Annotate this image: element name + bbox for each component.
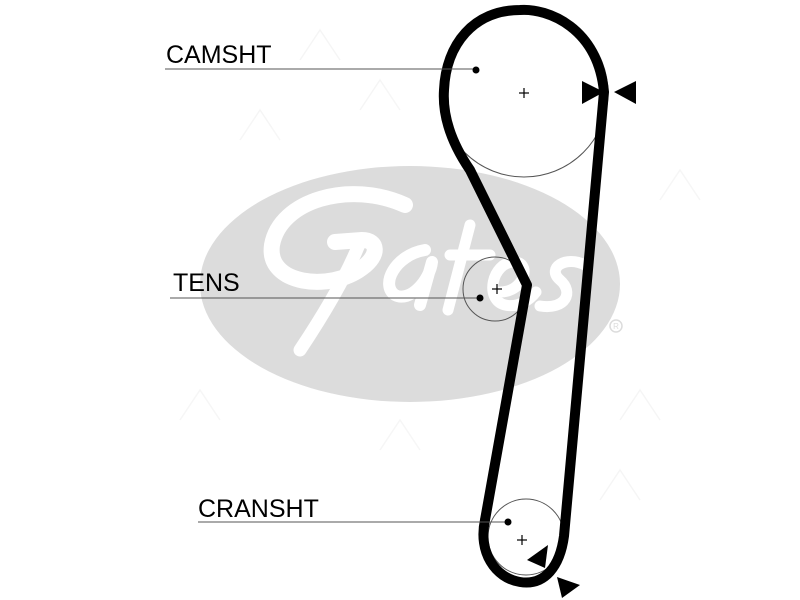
crankshaft-index-dot-icon bbox=[504, 518, 512, 526]
background-watermark-pattern bbox=[179, 28, 701, 501]
crankshaft-timing-mark-outer-icon bbox=[557, 577, 580, 598]
index-dots bbox=[472, 66, 512, 526]
timing-belt bbox=[438, 4, 609, 588]
center-marks bbox=[492, 88, 529, 545]
crankshaft-timing-mark-inner-icon bbox=[527, 545, 548, 568]
camshaft-index-dot-icon bbox=[472, 66, 480, 74]
crankshaft-label: CRANSHT bbox=[198, 495, 319, 523]
crankshaft-center-plus-icon bbox=[517, 535, 527, 545]
camshaft-label: CAMSHT bbox=[166, 41, 272, 69]
leader-lines bbox=[165, 68, 508, 523]
camshaft-timing-mark-right-icon bbox=[614, 81, 636, 104]
svg-text:R: R bbox=[613, 322, 619, 331]
tensioner-index-dot-icon bbox=[476, 294, 484, 302]
tensioner-center-plus-icon bbox=[492, 284, 502, 294]
camshaft-center-plus-icon bbox=[519, 88, 529, 98]
camshaft-timing-mark-left-icon bbox=[582, 81, 604, 104]
tensioner-label: TENS bbox=[173, 269, 240, 297]
timing-marks bbox=[527, 81, 636, 598]
gates-logo-watermark-icon: R bbox=[200, 166, 623, 402]
